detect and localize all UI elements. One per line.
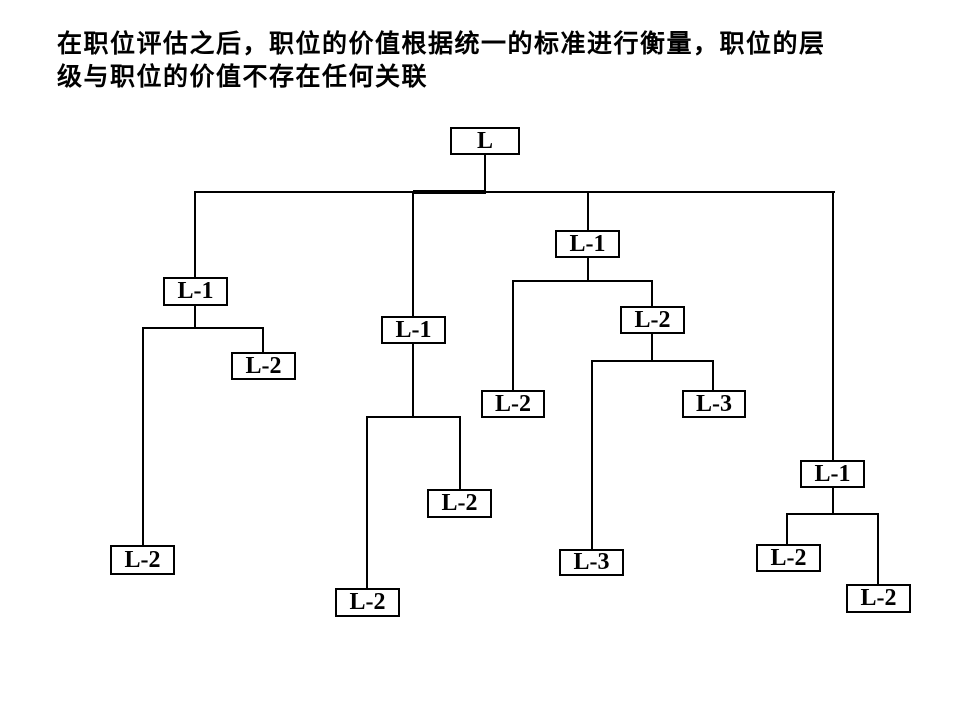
node-l1-left: L-1 — [163, 277, 228, 306]
node-l3-bottom: L-3 — [559, 549, 624, 576]
connector-main-rail-thick-segment — [413, 190, 486, 194]
node-l2-bottom-left: L-2 — [110, 545, 175, 575]
slide-title: 在职位评估之后，职位的价值根据统一的标准进行衡量，职位的层 级与职位的价值不存在… — [57, 28, 917, 94]
node-l2-farright-right: L-2 — [846, 584, 911, 613]
node-l2-farright-right-label: L-2 — [860, 585, 897, 611]
connector-drop-l1-mid — [412, 191, 414, 316]
connector-drop-l1-upright — [587, 191, 589, 230]
connector-mid-stem — [412, 344, 414, 418]
connector-left-stem — [194, 306, 196, 329]
node-root: L — [450, 127, 520, 155]
connector-l2up-drop-b — [712, 360, 714, 390]
node-l2-mid-right: L-2 — [427, 489, 492, 518]
node-l2-bottom-left-label: L-2 — [124, 546, 161, 573]
node-l1-upright: L-1 — [555, 230, 620, 258]
node-l2-upright-right-label: L-2 — [634, 306, 671, 333]
node-root-label: L — [476, 127, 493, 154]
connector-upright-drop-a — [512, 280, 514, 390]
connector-drop-l1-farright — [832, 191, 834, 461]
connector-mid-rail — [366, 416, 461, 418]
node-l3-right: L-3 — [682, 390, 746, 418]
connector-mid-drop-a — [366, 416, 368, 588]
node-l2-left-child: L-2 — [231, 352, 296, 380]
node-l1-farright-label: L-1 — [814, 460, 851, 487]
node-l1-upright-label: L-1 — [569, 230, 606, 257]
node-l2-upright-left: L-2 — [481, 390, 545, 418]
connector-upright-drop-b — [651, 280, 653, 306]
connector-farright-drop-b — [877, 513, 879, 584]
connector-l2up-drop-a — [591, 360, 593, 549]
connector-left-drop-a — [142, 327, 144, 545]
connector-mid-drop-b — [459, 416, 461, 489]
connector-l2up-rail — [591, 360, 714, 362]
slide-title-line-1: 在职位评估之后，职位的价值根据统一的标准进行衡量，职位的层 — [57, 30, 826, 58]
connector-drop-l1-left — [194, 191, 196, 277]
node-l1-mid-label: L-1 — [395, 316, 432, 343]
connector-left-rail — [142, 327, 264, 329]
node-l2-farright-left: L-2 — [756, 544, 821, 572]
node-l1-farright: L-1 — [800, 460, 865, 488]
node-l3-right-label: L-3 — [696, 390, 732, 417]
connector-farright-rail — [786, 513, 879, 515]
connector-left-drop-b — [262, 327, 264, 353]
connector-root-stem — [484, 155, 486, 192]
connector-farright-drop-a — [786, 513, 788, 544]
node-l2-bottom-mid: L-2 — [335, 588, 400, 617]
connector-upright-stem — [587, 258, 589, 282]
connector-farright-stem — [832, 487, 834, 515]
node-l2-farright-left-label: L-2 — [770, 544, 807, 571]
node-l2-upright-right: L-2 — [620, 306, 685, 334]
connector-l2up-stem — [651, 334, 653, 362]
node-l2-left-child-label: L-2 — [245, 352, 282, 379]
node-l2-bottom-mid-label: L-2 — [349, 589, 386, 615]
node-l1-mid: L-1 — [381, 316, 446, 344]
slide-title-line-2: 级与职位的价值不存在任何关联 — [57, 63, 429, 91]
node-l3-bottom-label: L-3 — [573, 549, 610, 575]
node-l2-upright-left-label: L-2 — [495, 390, 531, 417]
connector-upright-rail — [512, 280, 653, 282]
connector-main-rail — [194, 191, 835, 193]
node-l2-mid-right-label: L-2 — [441, 490, 478, 516]
node-l1-left-label: L-1 — [177, 278, 214, 304]
